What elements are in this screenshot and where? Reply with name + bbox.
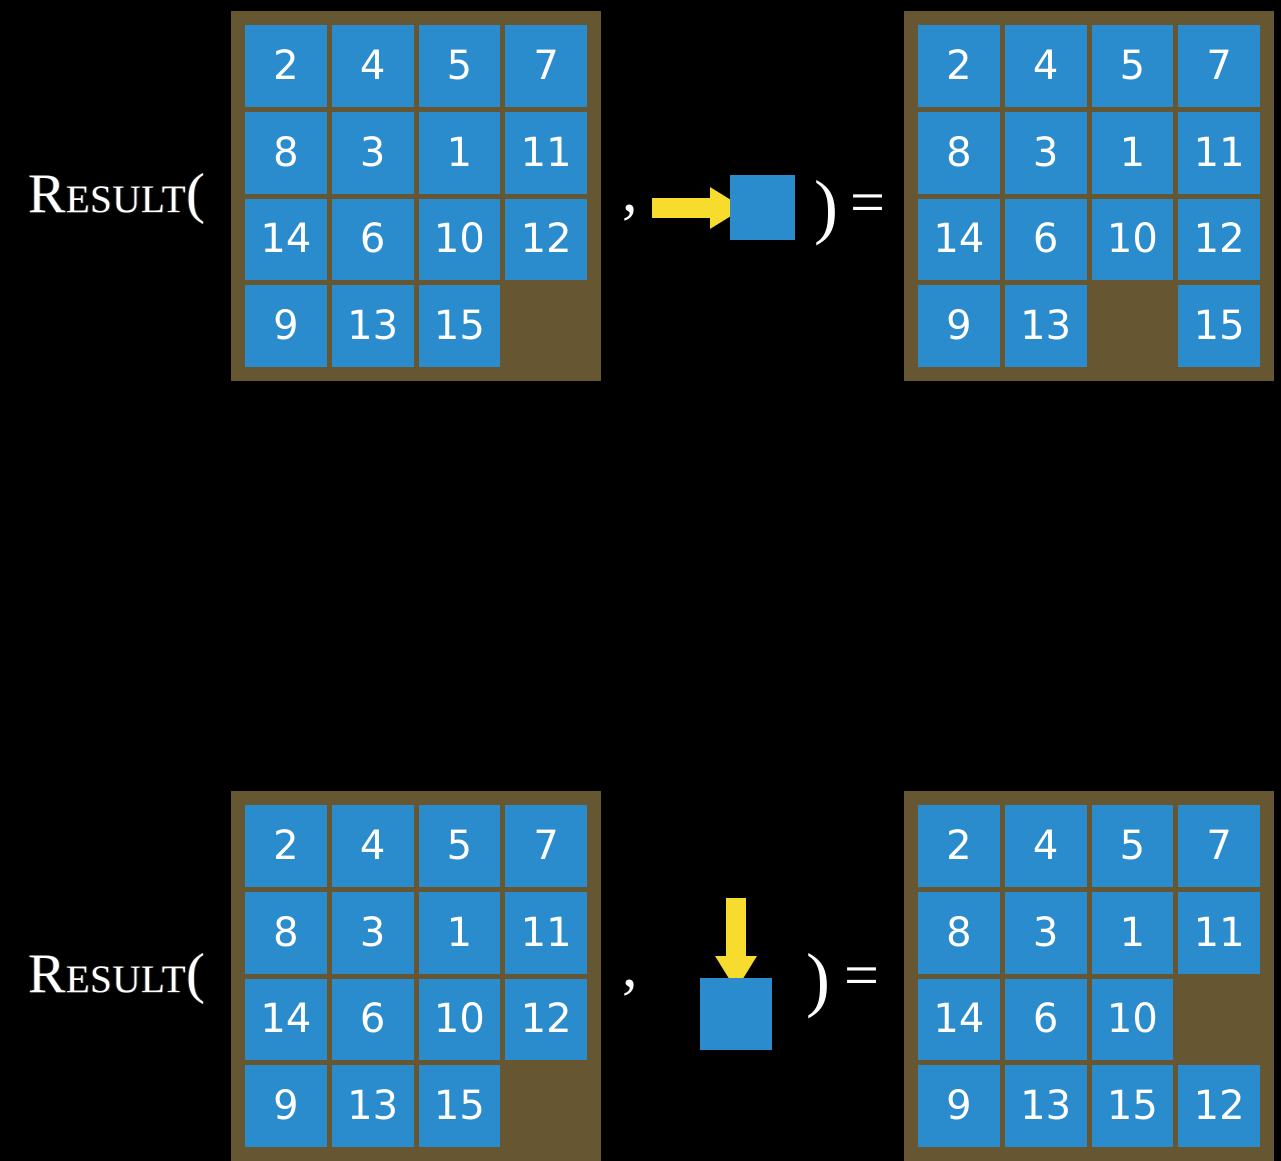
board-tile[interactable]: 15	[1178, 285, 1260, 367]
board-tile[interactable]: 6	[1004, 978, 1087, 1061]
board-empty-cell	[505, 285, 587, 367]
board-tile[interactable]: 11	[505, 111, 587, 194]
board-tile[interactable]: 3	[331, 891, 414, 974]
equals-sign-row-2: =	[844, 942, 879, 1010]
board-tile[interactable]: 4	[1004, 805, 1087, 887]
board-tile[interactable]: 8	[918, 891, 1000, 974]
board-tile[interactable]: 11	[1178, 891, 1260, 974]
board-tile[interactable]: 10	[1091, 978, 1174, 1061]
operator-group-row-1: ,	[601, 0, 904, 390]
board-tile[interactable]: 13	[1004, 1065, 1087, 1147]
board-tile[interactable]: 15	[1091, 1065, 1174, 1147]
board-tile[interactable]: 3	[331, 111, 414, 194]
board-tile[interactable]: 12	[1178, 198, 1260, 281]
board-tile[interactable]: 6	[1004, 198, 1087, 281]
board-tile[interactable]: 2	[918, 25, 1000, 107]
board-tile[interactable]: 11	[505, 891, 587, 974]
board-tile[interactable]: 5	[418, 805, 501, 887]
board-tile[interactable]: 8	[245, 111, 327, 194]
board-empty-cell	[1178, 979, 1260, 1061]
board-tile[interactable]: 10	[418, 978, 501, 1061]
board-tile[interactable]: 12	[505, 198, 587, 281]
board-tile[interactable]: 9	[245, 1065, 327, 1147]
board-tile[interactable]: 12	[505, 978, 587, 1061]
board-tile[interactable]: 1	[418, 891, 501, 974]
argument-separator-comma-row-2: ,	[622, 932, 638, 1000]
result-function-label-row-1: Result(	[28, 163, 206, 225]
board-tile[interactable]: 4	[1004, 25, 1087, 107]
board-tile[interactable]: 13	[331, 1065, 414, 1147]
board-tile[interactable]: 1	[1091, 891, 1174, 974]
board-tile[interactable]: 9	[918, 285, 1000, 367]
board-tile[interactable]: 14	[918, 198, 1000, 281]
board-tile[interactable]: 4	[331, 25, 414, 107]
board-tile[interactable]: 7	[1178, 805, 1260, 887]
board-tile[interactable]: 13	[331, 285, 414, 367]
board-tile[interactable]: 6	[331, 978, 414, 1061]
board-tile[interactable]: 13	[1004, 285, 1087, 367]
board-tile[interactable]: 1	[418, 111, 501, 194]
board-tile[interactable]: 5	[1091, 25, 1174, 107]
board-empty-cell	[505, 1065, 587, 1147]
operator-group-row-2: ,	[601, 390, 904, 997]
equals-sign-row-1: =	[850, 169, 885, 237]
board-tile[interactable]: 10	[1091, 198, 1174, 281]
board-tile[interactable]: 5	[418, 25, 501, 107]
board-tile[interactable]: 5	[1091, 805, 1174, 887]
action-blank-tile-row-2[interactable]	[700, 978, 772, 1050]
board-tile[interactable]: 7	[1178, 25, 1260, 107]
board-tile[interactable]: 3	[1004, 111, 1087, 194]
board-tile[interactable]: 8	[918, 111, 1000, 194]
board-tile[interactable]: 2	[918, 805, 1000, 887]
board-tile[interactable]: 2	[245, 25, 327, 107]
board-tile[interactable]: 14	[245, 978, 327, 1061]
action-blank-tile-row-1[interactable]	[730, 175, 795, 240]
board-tile[interactable]: 2	[245, 805, 327, 887]
move-down-arrow-icon-row-2	[715, 898, 757, 990]
move-right-arrow-icon-row-1	[652, 187, 744, 229]
board-tile[interactable]: 11	[1178, 111, 1260, 194]
board-tile[interactable]: 1	[1091, 111, 1174, 194]
board-tile[interactable]: 9	[245, 285, 327, 367]
board-tile[interactable]: 14	[245, 198, 327, 281]
argument-separator-comma-row-1: ,	[622, 157, 638, 225]
board-tile[interactable]: 14	[918, 978, 1000, 1061]
board-tile[interactable]: 8	[245, 891, 327, 974]
result-function-label-row-2: Result(	[28, 943, 206, 1005]
board-tile[interactable]: 7	[505, 805, 587, 887]
board-tile[interactable]: 7	[505, 25, 587, 107]
board-tile[interactable]: 15	[418, 1065, 501, 1147]
board-tile[interactable]: 12	[1178, 1065, 1260, 1147]
board-tile[interactable]: 10	[418, 198, 501, 281]
close-paren-row-1: )	[814, 166, 838, 246]
board-tile[interactable]: 3	[1004, 891, 1087, 974]
board-tile[interactable]: 6	[331, 198, 414, 281]
board-empty-cell	[1092, 285, 1174, 367]
board-tile[interactable]: 4	[331, 805, 414, 887]
board-tile[interactable]: 15	[418, 285, 501, 367]
close-paren-row-2: )	[806, 939, 830, 1019]
board-tile[interactable]: 9	[918, 1065, 1000, 1147]
